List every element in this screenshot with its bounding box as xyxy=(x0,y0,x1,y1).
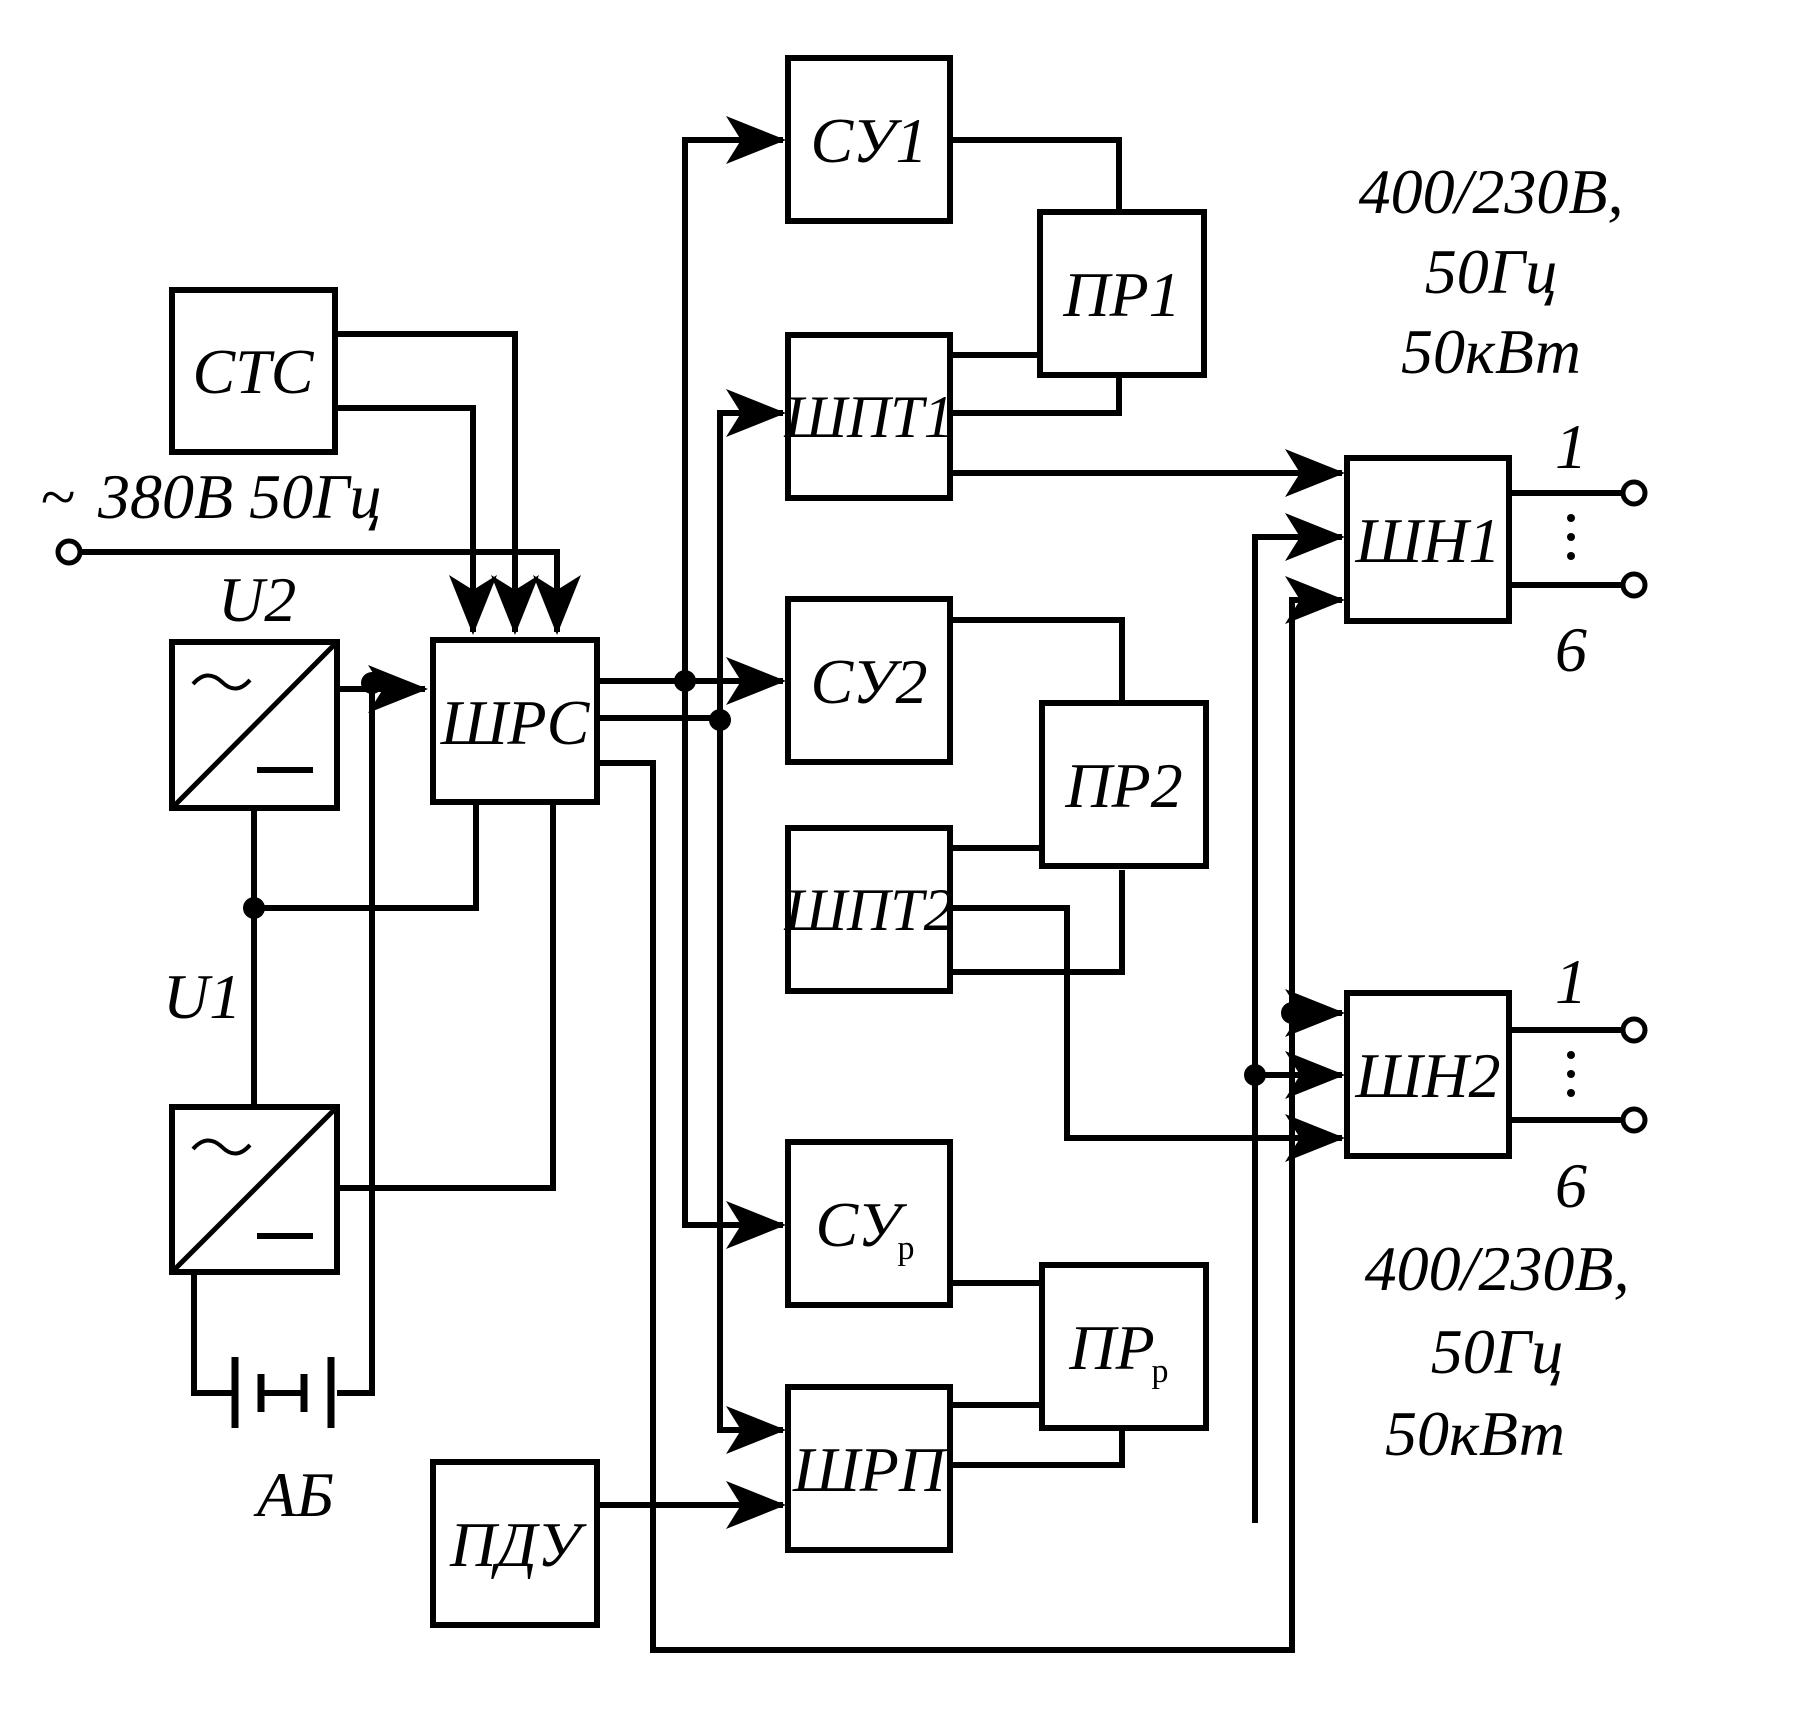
input-terminal xyxy=(55,538,83,566)
wire-bus-shpt1 xyxy=(717,389,786,1430)
converter-u1 xyxy=(169,1104,340,1275)
output-terminal xyxy=(1620,479,1648,507)
wire-bus-su1 xyxy=(682,116,786,1225)
wire-shrp-prr-b xyxy=(950,1428,1125,1468)
wire-su1-pr1 xyxy=(950,137,1122,212)
output2-last-label: 6 xyxy=(1555,1150,1587,1221)
block-pdu: ПДУ xyxy=(430,1459,600,1628)
wire-bus-shrp xyxy=(717,1000,786,1454)
output1-first-label: 1 xyxy=(1555,411,1587,482)
wire-shpt2-shn2 xyxy=(950,905,1345,1162)
output2-spec-line3: 50кВт xyxy=(1385,1398,1565,1469)
wire-su2-pr2 xyxy=(950,617,1125,703)
u1-label: U1 xyxy=(163,961,241,1032)
svg-text:ШН1: ШН1 xyxy=(1355,505,1501,576)
block-shrs: ШРС xyxy=(430,637,600,805)
svg-text:ПДУ: ПДУ xyxy=(449,1509,587,1580)
ac-icon xyxy=(191,673,252,691)
output-ellipsis xyxy=(1567,514,1575,1097)
output-terminal xyxy=(1620,571,1648,599)
output2-spec-line2: 50Гц xyxy=(1431,1316,1563,1387)
terminals xyxy=(55,479,1648,1134)
wire-u2-battery xyxy=(337,683,375,1396)
svg-text:ПР2: ПР2 xyxy=(1064,750,1182,821)
ac-icon xyxy=(191,1138,252,1156)
wire-bus-a-shn1 xyxy=(1252,513,1345,1523)
battery-symbol xyxy=(231,1357,335,1428)
output1-last-label: 6 xyxy=(1555,614,1587,685)
svg-text:ПР: ПР xyxy=(1068,1312,1154,1383)
output1-spec-line1: 400/230В, xyxy=(1359,156,1624,227)
block-stc: СТС xyxy=(169,287,338,455)
junction-dot xyxy=(1244,1064,1266,1086)
block-shpt1: ШПТ1 xyxy=(783,332,954,501)
wire-stc-shrs-b xyxy=(335,405,497,635)
block-shn2: ШН2 xyxy=(1344,990,1512,1159)
battery-label: АБ xyxy=(253,1459,334,1530)
block-shrp: ШРП xyxy=(785,1384,953,1553)
tilde-symbol: ~ xyxy=(40,461,75,532)
junction-dot xyxy=(709,709,731,731)
wire-stc-shrs-a xyxy=(335,331,539,635)
wire-mains-input xyxy=(80,549,581,635)
svg-text:ШН2: ШН2 xyxy=(1355,1040,1501,1111)
block-su2: СУ2 xyxy=(785,596,953,765)
junction-dot xyxy=(361,672,383,694)
svg-text:ШПТ2: ШПТ2 xyxy=(783,877,953,943)
block-shn1: ШН1 xyxy=(1344,455,1512,624)
junction-dots xyxy=(243,670,1303,1086)
svg-text:ПР1: ПР1 xyxy=(1062,259,1180,330)
u2-label: U2 xyxy=(218,564,296,635)
junction-dot xyxy=(674,670,696,692)
svg-text:ШРС: ШРС xyxy=(440,687,591,758)
wire-shrs-long-loop xyxy=(597,760,1295,1653)
output2-first-label: 1 xyxy=(1555,946,1587,1017)
block-sur: СУ р xyxy=(785,1139,953,1308)
wire-bus-b-shn1 xyxy=(1285,576,1345,1008)
svg-text:СУ1: СУ1 xyxy=(811,105,928,176)
svg-text:р: р xyxy=(1152,1353,1169,1390)
block-su1: СУ1 xyxy=(785,55,953,224)
svg-text:СТС: СТС xyxy=(193,336,315,407)
svg-text:СУ: СУ xyxy=(816,1189,908,1260)
svg-text:СУ2: СУ2 xyxy=(811,646,928,717)
block-pr1: ПР1 xyxy=(1037,209,1207,378)
wires xyxy=(80,116,1622,1653)
svg-text:ШРП: ШРП xyxy=(792,1434,949,1505)
converter-u2 xyxy=(169,639,340,811)
wire-u1-battery xyxy=(191,1272,235,1396)
block-pr2: ПР2 xyxy=(1039,700,1209,869)
output-terminal xyxy=(1620,1106,1648,1134)
input-voltage-label: 380В 50Гц xyxy=(97,461,382,532)
output1-spec-line3: 50кВт xyxy=(1401,316,1581,387)
svg-text:р: р xyxy=(898,1230,915,1267)
block-prr: ПР р xyxy=(1039,1262,1209,1431)
junction-dot xyxy=(1281,1002,1303,1024)
output2-spec-line1: 400/230В, xyxy=(1365,1233,1630,1304)
output1-spec-line2: 50Гц xyxy=(1425,236,1557,307)
junction-dot xyxy=(243,897,265,919)
wire-bus-sur xyxy=(682,1000,786,1249)
output-terminal xyxy=(1620,1016,1648,1044)
block-shpt2: ШПТ2 xyxy=(783,825,954,994)
svg-text:ШПТ1: ШПТ1 xyxy=(783,384,953,450)
wire-u1-shrs xyxy=(337,802,556,1191)
wire-junction-shrs xyxy=(254,802,479,911)
wire-shpt2-pr2-b xyxy=(950,870,1125,975)
wire-shpt1-pr1-b xyxy=(950,375,1122,416)
